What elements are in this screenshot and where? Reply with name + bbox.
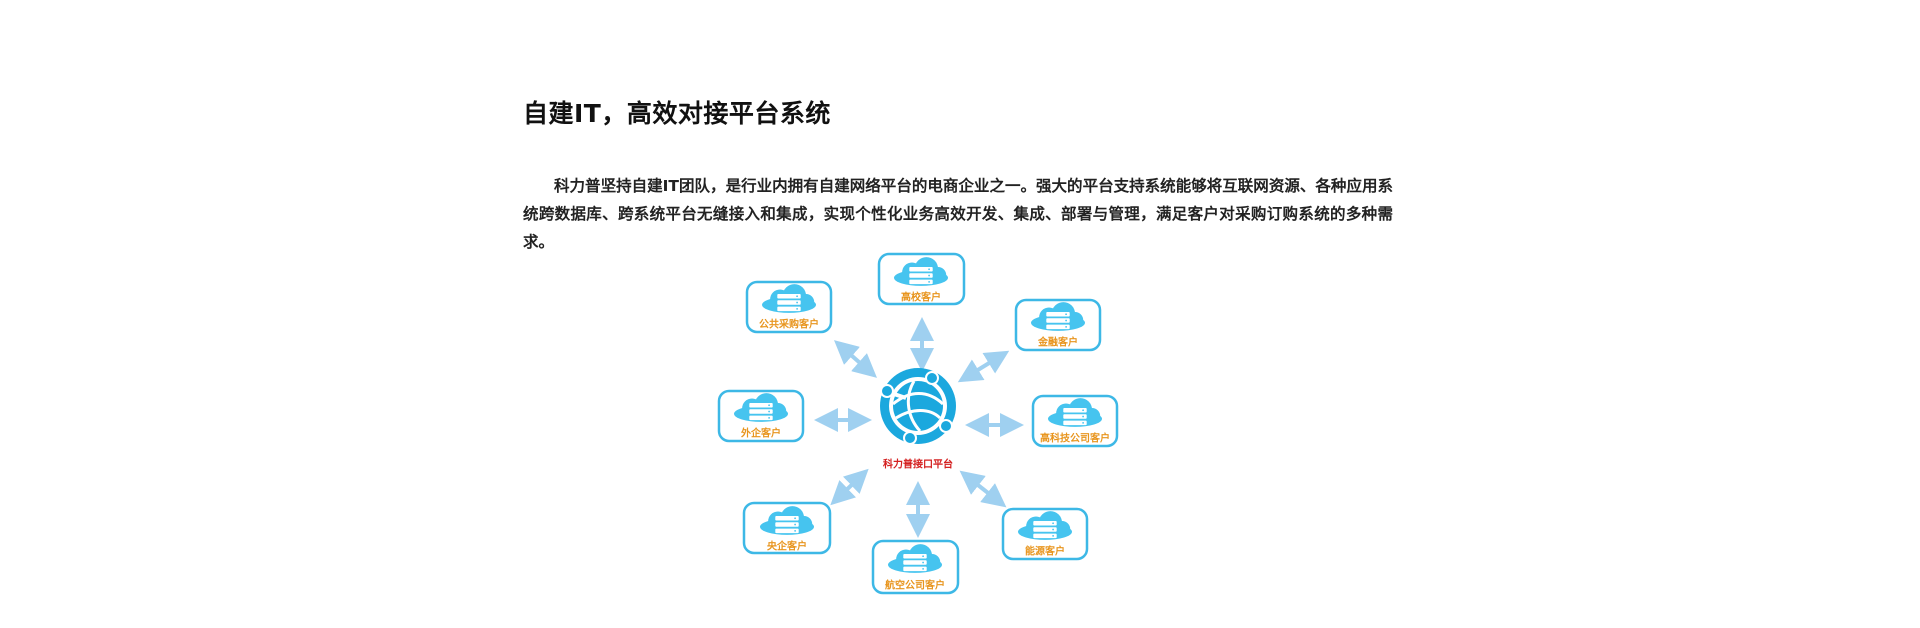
node-label-hitech: 高科技公司客户	[1040, 433, 1110, 445]
node-label-soe: 央企客户	[767, 541, 807, 553]
node-energy	[1001, 507, 1089, 561]
intro-paragraph: 科力普坚持自建IT团队，是行业内拥有自建网络平台的电商企业之一。强大的平台支持系…	[523, 177, 1393, 251]
node-finance	[1014, 298, 1102, 352]
arrow-finance	[957, 350, 1010, 383]
connector-arrows	[814, 317, 1024, 538]
arrow-soe	[830, 468, 869, 506]
arrow-energy	[959, 470, 1007, 508]
node-gov	[745, 280, 833, 334]
globe-network-icon	[880, 368, 956, 445]
node-soe	[742, 501, 832, 555]
node-label-energy: 能源客户	[1025, 546, 1065, 558]
node-airline	[871, 539, 960, 595]
node-foreign	[717, 389, 805, 443]
arrow-gov	[833, 340, 878, 378]
node-label-airline: 航空公司客户	[885, 580, 945, 592]
node-label-univ: 高校客户	[901, 292, 941, 304]
page-title: 自建IT，高效对接平台系统	[523, 99, 831, 128]
node-label-foreign: 外企客户	[741, 428, 781, 440]
node-label-finance: 金融客户	[1038, 337, 1078, 349]
node-label-gov: 公共采购客户	[759, 319, 819, 331]
center-label: 科力普接口平台	[883, 459, 953, 471]
node-hitech	[1031, 394, 1119, 448]
node-univ	[877, 252, 966, 306]
